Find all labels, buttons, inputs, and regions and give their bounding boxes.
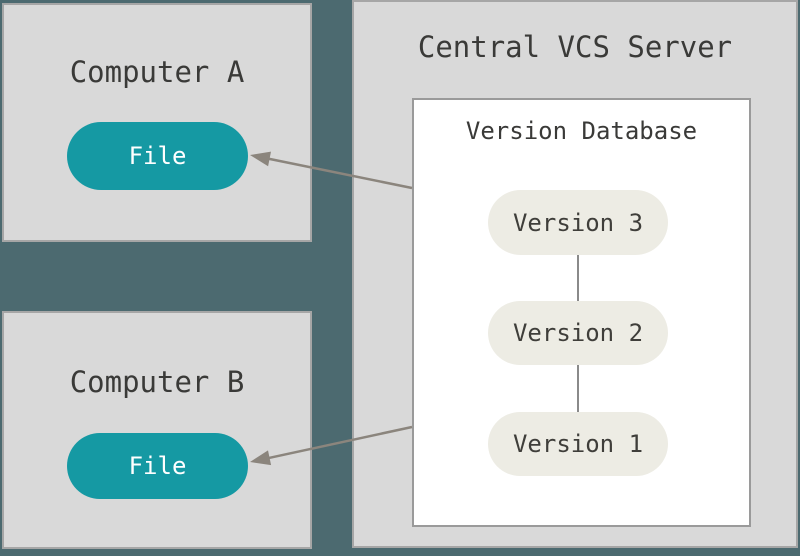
computer-b-file-label: File <box>128 452 187 480</box>
computer-b-file-pill: File <box>67 433 248 499</box>
version-2-pill: Version 2 <box>488 301 668 365</box>
central-vcs-server-panel: Central VCS Server Version Database Vers… <box>352 0 798 548</box>
version-3-label: Version 3 <box>512 208 644 237</box>
central-vcs-server-title: Central VCS Server <box>417 30 733 64</box>
computer-a-file-label: File <box>128 142 187 170</box>
computer-b-panel: Computer B File <box>2 311 312 549</box>
version-1-label: Version 1 <box>512 430 644 458</box>
computer-a-title: Computer A <box>69 55 245 89</box>
version-database-box: Version Database Version 3 Version 2 Ver… <box>412 98 751 527</box>
computer-a-file-pill: File <box>67 122 248 190</box>
computer-a-panel: Computer A File <box>2 3 312 242</box>
version-3-pill: Version 3 <box>488 190 668 255</box>
version-database-title: Version Database <box>465 117 698 145</box>
version-1-pill: Version 1 <box>488 412 668 476</box>
computer-b-title: Computer B <box>69 365 245 399</box>
version-2-label: Version 2 <box>512 319 644 347</box>
